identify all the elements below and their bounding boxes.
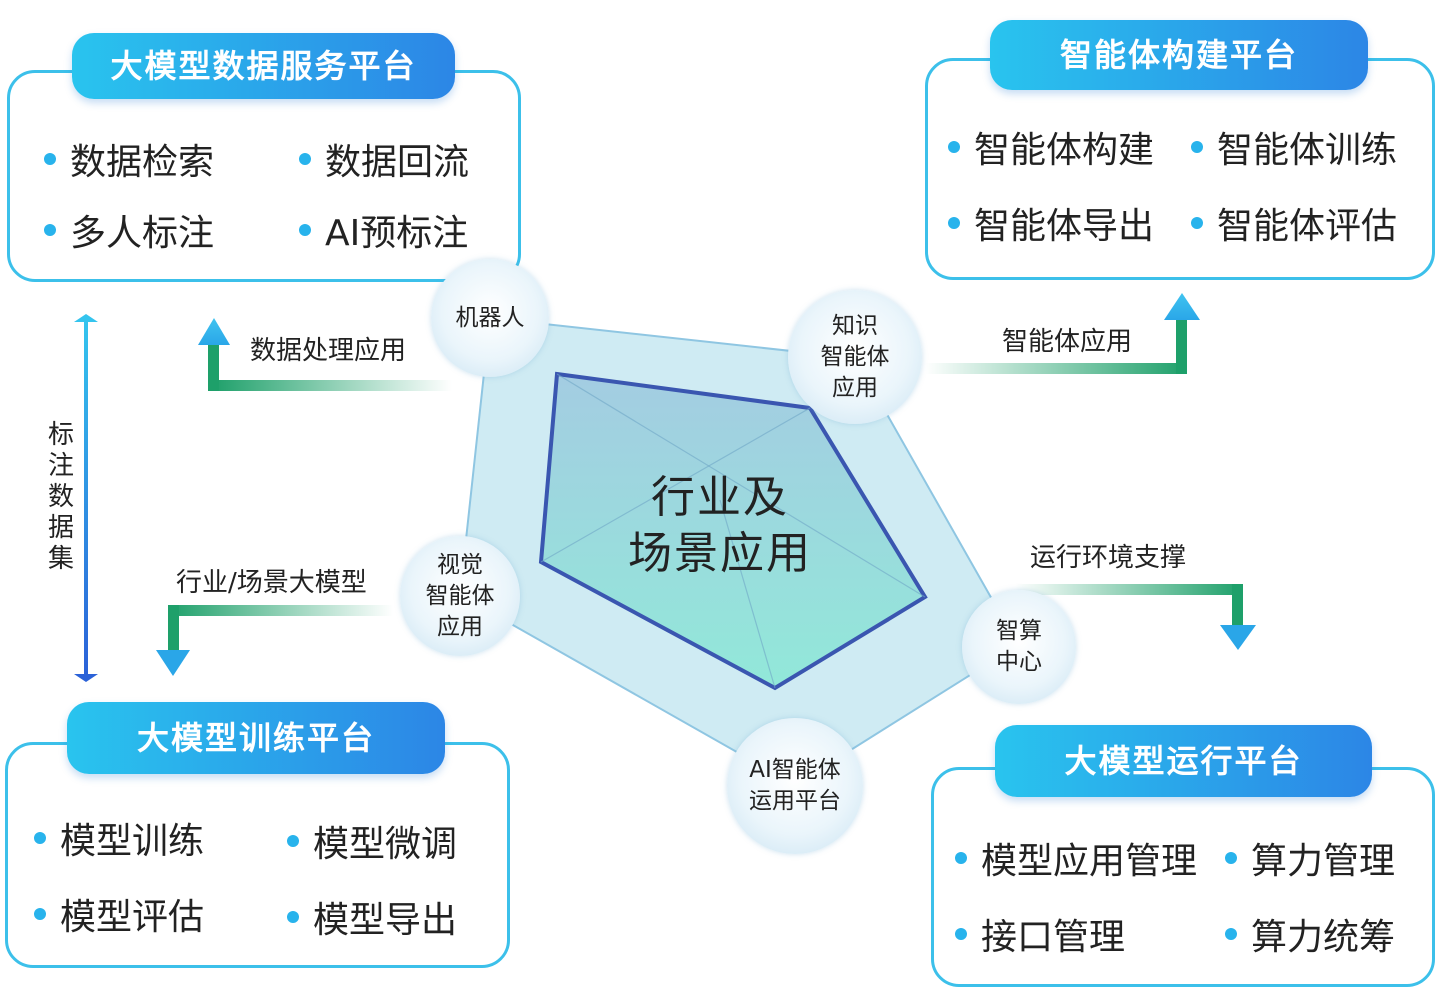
inner-facet-lines — [540, 373, 926, 689]
list-item: 智能体构建 — [948, 121, 1154, 173]
inner-pentagon — [538, 371, 928, 691]
center-title-line-1: 行业及 — [651, 472, 789, 523]
list-item: 算力统筹 — [1225, 908, 1395, 960]
bullet-dot-icon — [44, 153, 56, 165]
bullet-dot-icon — [1191, 141, 1203, 153]
list-item: 数据回流 — [299, 133, 469, 185]
label-data-processing: 数据处理应用 — [250, 336, 407, 366]
bullet-dot-icon — [34, 832, 46, 844]
bullet-dot-icon — [948, 141, 960, 153]
panel-title-training: 大模型训练平台 — [67, 702, 445, 774]
arrow-industry-model — [156, 605, 393, 676]
list-item: 模型应用管理 — [955, 832, 1197, 884]
bullet-dot-icon — [299, 224, 311, 236]
list-item: 智能体导出 — [948, 197, 1154, 249]
arrow-agent-application — [925, 293, 1200, 374]
bullet-dot-icon — [948, 217, 960, 229]
list-item: 智能体评估 — [1191, 197, 1397, 249]
node-vision-agent: 视觉 智能体 应用 — [400, 536, 520, 656]
list-item: 算力管理 — [1225, 832, 1395, 884]
list-item: 模型训练 — [34, 812, 204, 864]
panel-training — [5, 742, 510, 968]
list-item: 数据检索 — [44, 133, 214, 185]
panel-title-data-service: 大模型数据服务平台 — [72, 33, 455, 99]
node-robot: 机器人 — [431, 259, 549, 377]
label-runtime-support: 运行环境支撑 — [1030, 543, 1187, 573]
panel-title-agent-build: 智能体构建平台 — [990, 20, 1368, 90]
list-item: 模型评估 — [34, 888, 204, 940]
arrow-runtime-support — [1015, 584, 1256, 650]
arrow-annotation-dataset — [74, 314, 98, 682]
panel-title-runtime: 大模型运行平台 — [995, 725, 1372, 797]
bullet-dot-icon — [1191, 217, 1203, 229]
node-compute-center: 智算 中心 — [962, 590, 1076, 704]
list-item: AI预标注 — [299, 204, 468, 256]
bullet-dot-icon — [34, 908, 46, 920]
list-item: 模型导出 — [287, 891, 457, 943]
arrow-data-processing — [198, 318, 452, 391]
bullet-dot-icon — [287, 911, 299, 923]
node-knowledge-agent: 知识 智能体 应用 — [788, 290, 922, 424]
panel-data-service — [7, 70, 521, 282]
list-item: 接口管理 — [955, 908, 1125, 960]
center-title: 行业及 场景应用 — [590, 470, 850, 582]
bullet-dot-icon — [955, 852, 967, 864]
bullet-dot-icon — [287, 835, 299, 847]
list-item: 智能体训练 — [1191, 121, 1397, 173]
bullet-dot-icon — [1225, 852, 1237, 864]
bullet-dot-icon — [1225, 928, 1237, 940]
node-ai-agent-platform: AI智能体 运用平台 — [727, 718, 863, 854]
label-annotation-dataset: 标注数据集 — [47, 420, 74, 574]
bullet-dot-icon — [299, 153, 311, 165]
center-title-line-2: 场景应用 — [628, 528, 812, 579]
list-item: 多人标注 — [44, 204, 214, 256]
bullet-dot-icon — [44, 224, 56, 236]
bullet-dot-icon — [955, 928, 967, 940]
label-agent-application: 智能体应用 — [1002, 327, 1133, 357]
label-industry-model: 行业/场景大模型 — [176, 568, 367, 598]
list-item: 模型微调 — [287, 815, 457, 867]
